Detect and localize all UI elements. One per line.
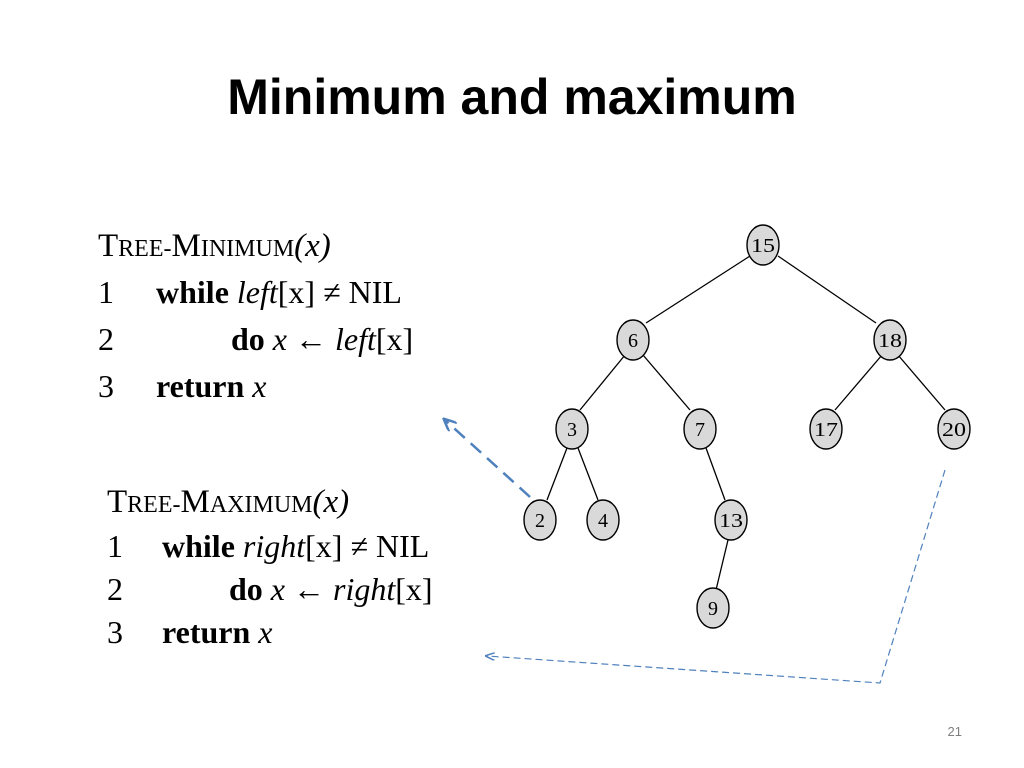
tree-node-4: 4 (586, 499, 620, 541)
tree-node-label: 18 (878, 330, 902, 352)
tree-node-7: 7 (683, 408, 717, 450)
edge-3-4 (577, 447, 599, 501)
tree-node-3: 3 (555, 408, 589, 450)
tree-node-label: 17 (814, 419, 838, 441)
tree-node-2: 2 (523, 499, 557, 541)
tree-node-15: 15 (746, 224, 780, 266)
tree-node-circle (616, 319, 650, 361)
page-number: 21 (947, 724, 962, 739)
tree-node-20: 20 (937, 408, 971, 450)
tree-node-circle (696, 587, 730, 629)
edge-7-13 (705, 447, 726, 501)
min-line-1: 1 while left[x] ≠ NIL (98, 274, 402, 310)
tree-node-circle (523, 499, 557, 541)
tree-node-label: 7 (695, 419, 705, 441)
tree-node-circle (714, 499, 748, 541)
edge-18-20 (897, 354, 946, 411)
tree-node-label: 6 (628, 330, 638, 352)
max-line-3: 3 return x (107, 614, 273, 650)
edge-18-17 (834, 354, 883, 411)
tree-node-circle (937, 408, 971, 450)
tree-minimum-algorithm: TREE-MINIMUM(x) 1 while left[x] ≠ NIL 2 … (98, 226, 488, 410)
min-line-3: 3 return x (98, 368, 267, 404)
max-line-1: 1 while right[x] ≠ NIL (107, 528, 430, 564)
min-line-2: 2 do x ← left[x] (98, 321, 414, 357)
tree-node-6: 6 (616, 319, 650, 361)
tree-node-circle (555, 408, 589, 450)
tree-node-label: 4 (598, 510, 608, 532)
max-line-2: 2 do x ← right[x] (107, 571, 433, 607)
tree-minimum-header: TREE-MINIMUM(x) (98, 228, 331, 264)
tree-node-13: 13 (714, 499, 748, 541)
edge-6-3 (579, 354, 626, 411)
tree-node-label: 2 (535, 510, 545, 532)
tree-node-label: 13 (719, 510, 743, 532)
tree-node-17: 17 (809, 408, 843, 450)
edge-15-6 (645, 255, 751, 324)
tree-node-circle (809, 408, 843, 450)
min-pointer-arrow (445, 420, 531, 498)
tree-node-circle (746, 224, 780, 266)
tree-node-label: 3 (567, 419, 577, 441)
tree-maximum-header: TREE-MAXIMUM(x) (107, 484, 350, 520)
edge-6-7 (642, 354, 691, 411)
tree-node-circle (873, 319, 907, 361)
tree-node-circle (683, 408, 717, 450)
tree-nodes: 15 6 18 3 7 17 20 2 4 13 9 (523, 224, 971, 629)
tree-node-18: 18 (873, 319, 907, 361)
tree-edges (546, 255, 946, 591)
max-pointer-arrow (487, 469, 946, 684)
edge-13-9 (715, 539, 729, 591)
tree-node-9: 9 (696, 587, 730, 629)
tree-node-circle (586, 499, 620, 541)
tree-maximum-algorithm: TREE-MAXIMUM(x) 1 while right[x] ≠ NIL 2… (107, 482, 487, 654)
edge-15-18 (777, 255, 877, 324)
tree-node-label: 9 (708, 598, 718, 620)
edge-3-2 (546, 447, 568, 501)
tree-node-label: 15 (751, 235, 775, 257)
tree-node-label: 20 (942, 419, 966, 441)
slide-title: Minimum and maximum (227, 69, 797, 125)
